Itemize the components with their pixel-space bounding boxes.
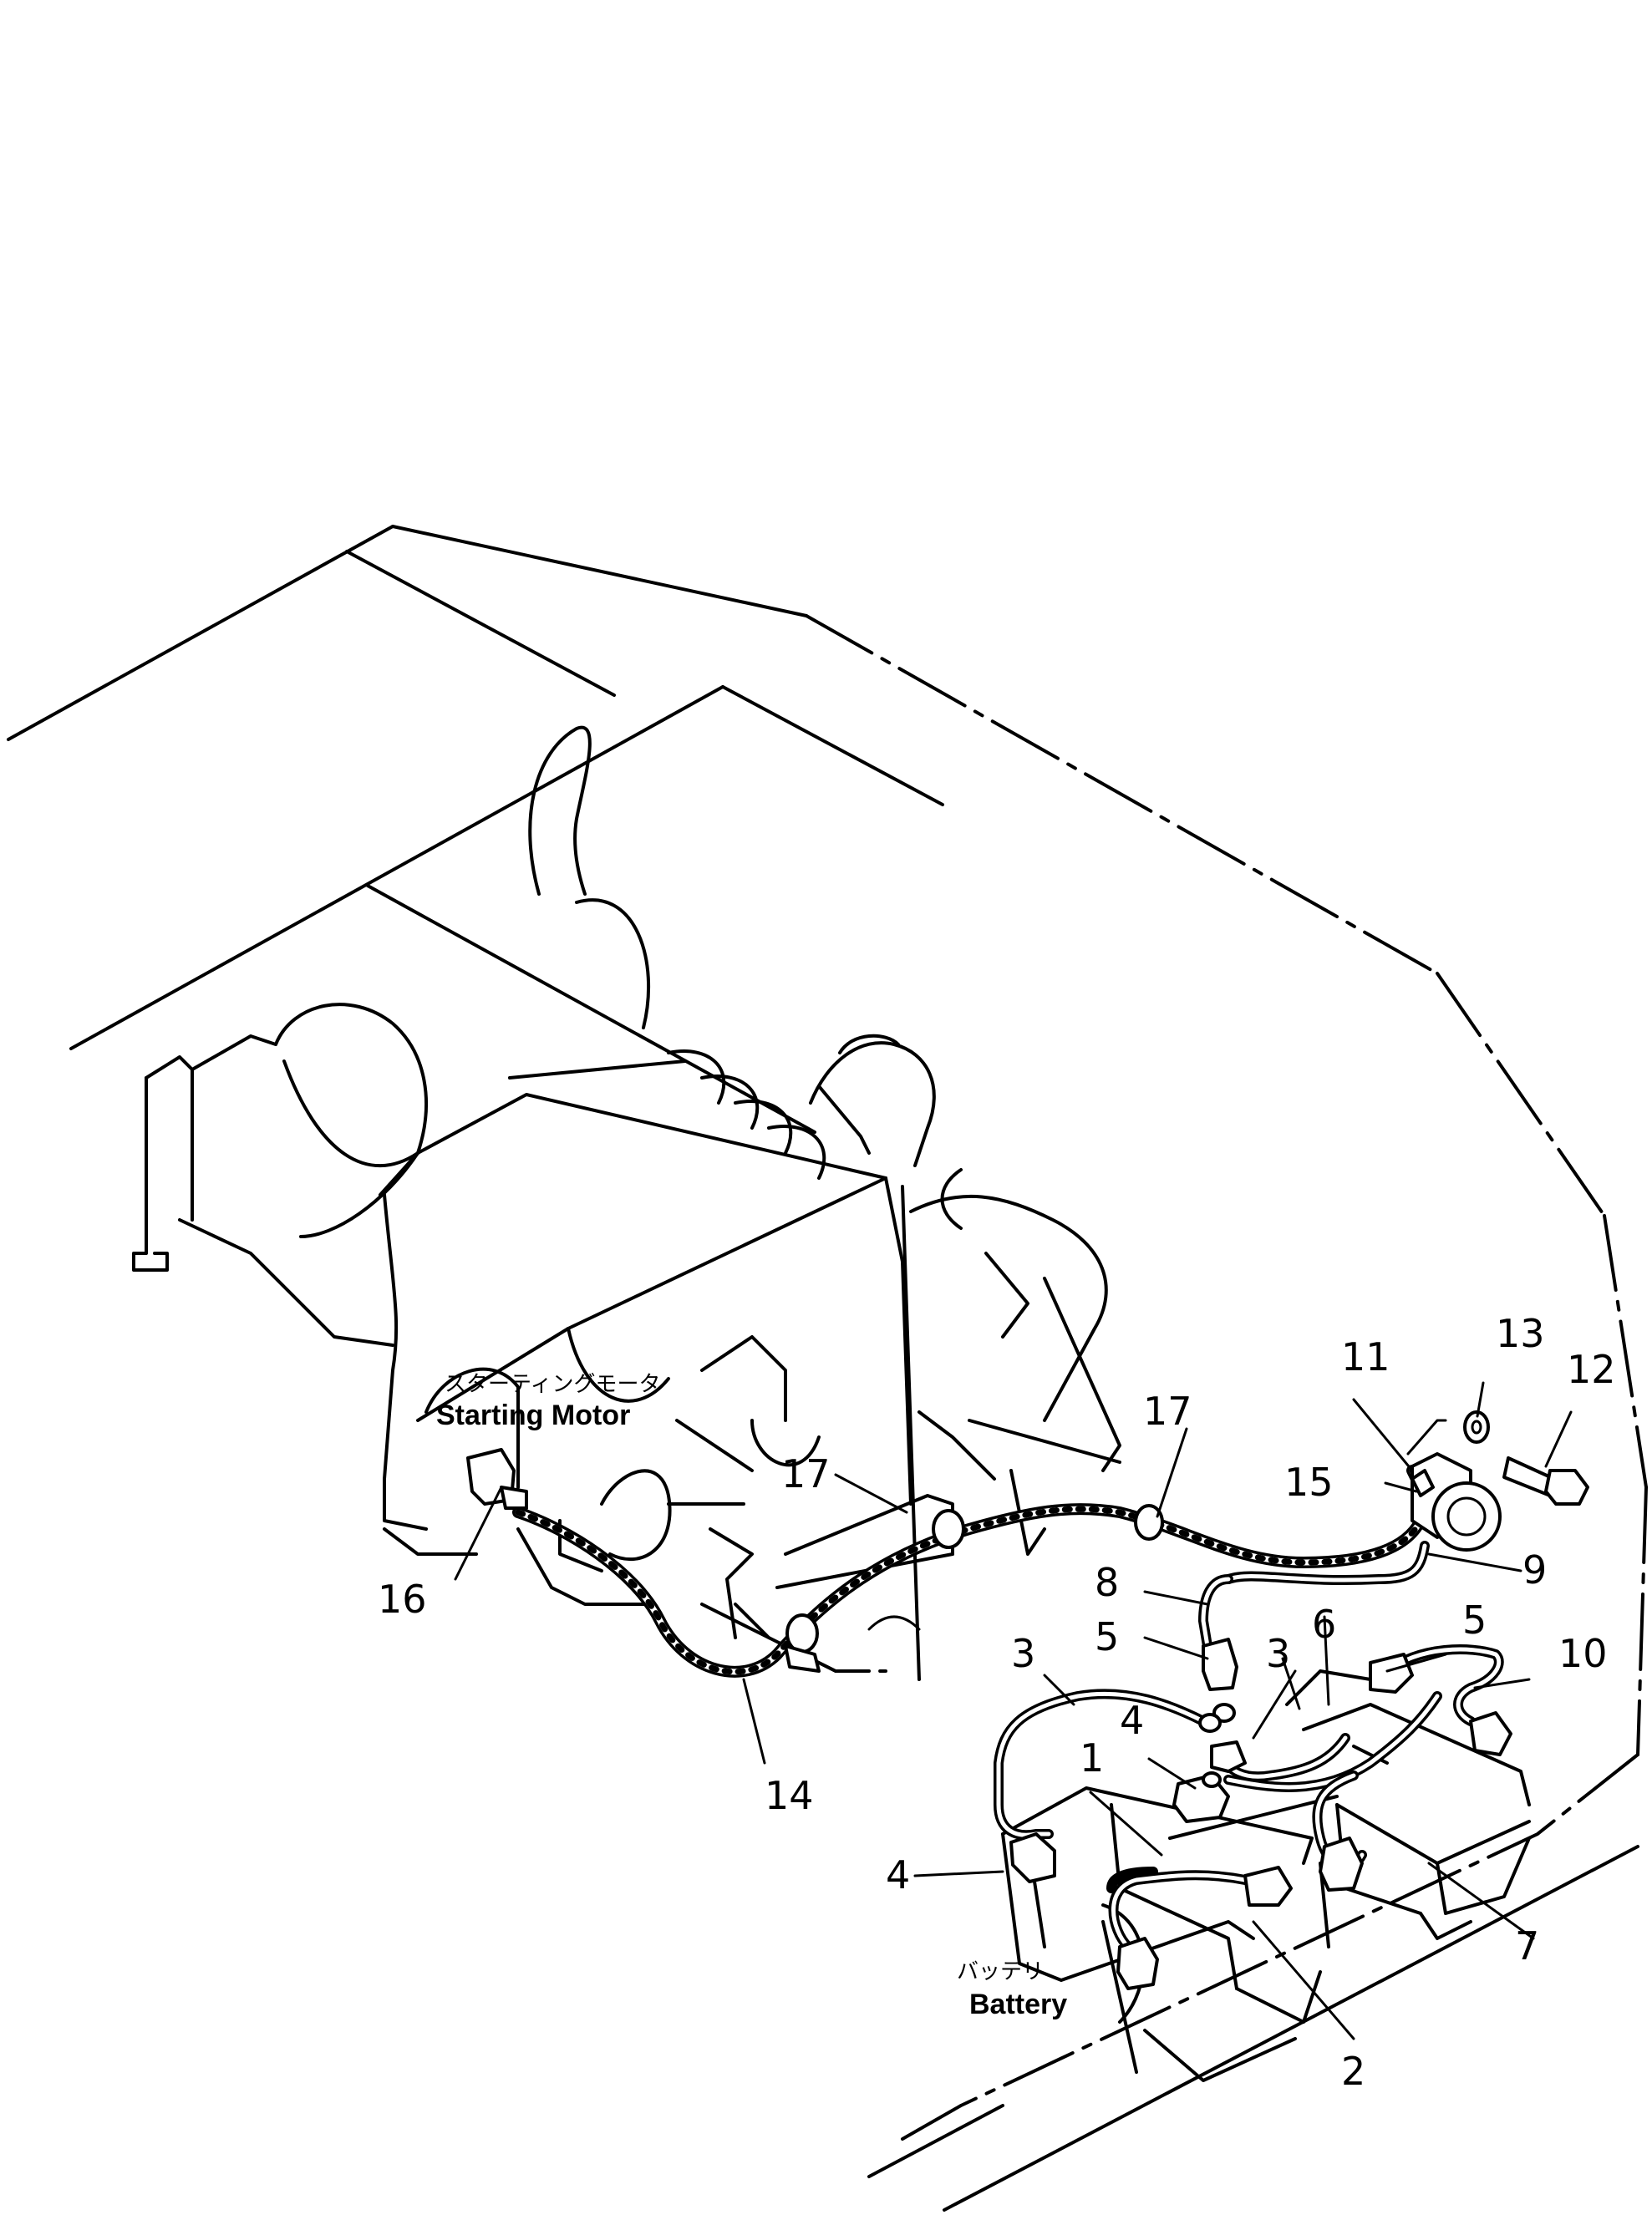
harness-14: [512, 1465, 1431, 1678]
callout-13: 13: [1496, 1311, 1545, 1356]
battery-label-jp: バッテリ: [957, 1959, 1044, 1984]
callout-5-left: 5: [1095, 1614, 1119, 1659]
callout-numbers: 1 2 3 3 4 4 5 5 6 7 8 9 10 11 12 13 14 1…: [378, 1311, 1616, 2094]
callout-12: 12: [1567, 1347, 1616, 1392]
callout-3-right: 3: [1266, 1631, 1290, 1676]
battery-label-en: Battery: [969, 1989, 1067, 2020]
battery-relay-11: [1406, 1419, 1502, 1552]
callout-9: 9: [1522, 1547, 1547, 1593]
cable-9: [1223, 1541, 1430, 1586]
cable-3-long: [994, 1689, 1222, 1841]
callout-1: 1: [1080, 1735, 1104, 1781]
callout-17-right: 17: [1143, 1389, 1192, 1434]
callout-17-left: 17: [781, 1451, 831, 1496]
leader-lines: [454, 1381, 1573, 2040]
bolt-12: [1502, 1456, 1589, 1506]
machine-frame-outline: [7, 525, 1648, 2212]
starting-motor-label-jp: スターティングモータ: [445, 1372, 660, 1397]
callout-16: 16: [378, 1577, 427, 1622]
callout-6: 6: [1312, 1602, 1336, 1647]
callout-4-center: 4: [1120, 1698, 1144, 1743]
callout-5-right: 5: [1462, 1598, 1487, 1643]
callout-10: 10: [1558, 1631, 1608, 1676]
callout-4-left: 4: [886, 1852, 910, 1897]
cable-8: [1198, 1574, 1238, 1723]
clamps-17: [784, 1504, 1164, 1673]
engine-assembly: [132, 725, 1121, 1681]
callout-2: 2: [1341, 2049, 1365, 2094]
starting-motor-label-en: Starting Motor: [436, 1400, 630, 1431]
callout-15: 15: [1284, 1460, 1334, 1505]
callout-3-left: 3: [1011, 1631, 1035, 1676]
battery-cables: [1009, 1644, 1512, 1990]
callout-14: 14: [765, 1773, 814, 1818]
starting-motor-connector-16: [466, 1448, 528, 1510]
washer-13: [1463, 1410, 1490, 1444]
callout-7: 7: [1515, 1923, 1539, 1969]
callout-8: 8: [1095, 1560, 1119, 1605]
callout-11: 11: [1341, 1334, 1390, 1379]
component-labels: スターティングモータ Starting Motor バッテリ Battery: [436, 1372, 1067, 2020]
